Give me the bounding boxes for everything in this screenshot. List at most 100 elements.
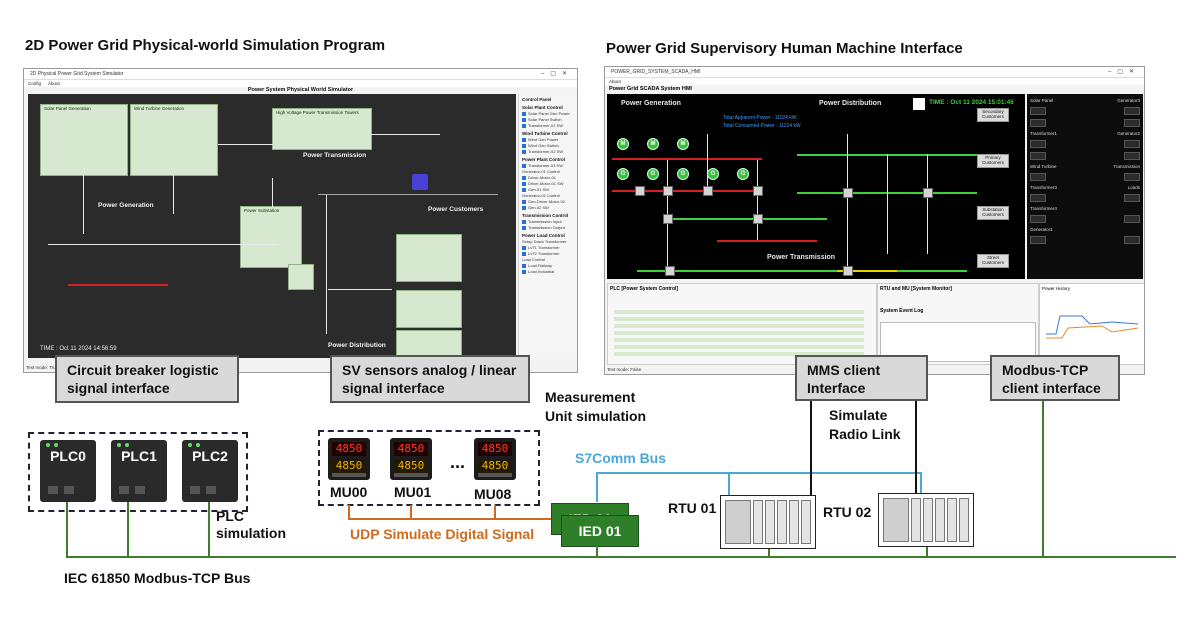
checkbox[interactable] — [522, 219, 526, 224]
checkbox[interactable] — [522, 205, 526, 210]
checkbox[interactable] — [522, 175, 526, 180]
checkbox[interactable] — [522, 225, 526, 230]
control-item[interactable]: Load Industrial — [522, 269, 577, 274]
checkbox[interactable] — [522, 149, 526, 154]
mu00-device[interactable]: 4850 4850 — [328, 438, 370, 480]
street-customers-button[interactable]: Street Customers — [977, 254, 1009, 268]
control-item[interactable]: Solar Panel Gen Power — [522, 111, 577, 116]
gauge-value — [1030, 107, 1046, 115]
solar-plant-tile[interactable]: Solar Panel Generation — [40, 104, 128, 176]
control-group-title: Wind Turbine Control — [522, 131, 568, 136]
bus-substation — [667, 218, 827, 220]
checkbox[interactable] — [522, 263, 526, 268]
generator-node[interactable]: G — [737, 168, 749, 180]
menu-config[interactable]: Config — [28, 81, 42, 86]
breaker-switch[interactable] — [843, 188, 853, 198]
control-item[interactable]: Load Railway — [522, 263, 577, 268]
sv-interface-label: SV sensors analog / linear signal interf… — [330, 355, 530, 403]
breaker-switch[interactable] — [703, 186, 713, 196]
bus-drop — [926, 547, 928, 557]
simulator-window: 2D Physical Power Grid System Simulator … — [23, 68, 578, 373]
generator-node[interactable]: G — [647, 168, 659, 180]
gauge-value — [1030, 152, 1046, 160]
checkbox[interactable] — [522, 245, 526, 250]
generator-node[interactable]: G — [677, 168, 689, 180]
plc0-device[interactable]: PLC0 — [40, 440, 96, 502]
control-item[interactable]: Gen-02 SW — [522, 205, 577, 210]
control-item[interactable]: Gen-01 SW — [522, 187, 577, 192]
ied-device[interactable]: IED 01 — [561, 515, 639, 547]
checkbox[interactable] — [522, 163, 526, 168]
menu-about[interactable]: About — [48, 81, 60, 86]
plc1-device[interactable]: PLC1 — [111, 440, 167, 502]
total-consumed: Total Consumed Power : 11124 kW — [723, 123, 801, 129]
checkbox[interactable] — [522, 137, 526, 142]
rtu01-device[interactable] — [720, 495, 816, 549]
generator-node[interactable]: G — [707, 168, 719, 180]
control-item[interactable]: LvT2 Transformer — [522, 251, 577, 256]
gauge-group: Transformer4 — [1030, 206, 1057, 211]
plc-register-table — [614, 310, 864, 358]
breaker-switch[interactable] — [753, 186, 763, 196]
gauge-value — [1124, 152, 1140, 160]
breaker-switch[interactable] — [923, 188, 933, 198]
control-item[interactable]: Driver-Motor-01 SW — [522, 181, 577, 186]
menu-about[interactable]: About — [609, 79, 621, 84]
modbus-drop — [1042, 401, 1044, 557]
gauge-value — [1124, 215, 1140, 223]
breaker-switch[interactable] — [665, 266, 675, 276]
control-item[interactable]: Wind Gen Power — [522, 137, 577, 142]
sim-wire — [328, 289, 392, 290]
sim-wire — [318, 194, 498, 195]
checkbox[interactable] — [522, 117, 526, 122]
wind-turbine-tile[interactable]: Wind Turbine Generation — [130, 104, 218, 176]
window-controls[interactable]: –▢✕ — [540, 71, 573, 77]
breaker-switch[interactable] — [753, 214, 763, 224]
checkbox[interactable] — [522, 199, 526, 204]
substation-customers-button[interactable]: Substation Customers — [977, 206, 1009, 220]
control-item[interactable]: Transformer-02 SW — [522, 149, 577, 154]
control-item[interactable]: Wind Gen Switch — [522, 143, 577, 148]
checkbox[interactable] — [522, 269, 526, 274]
generator-node[interactable]: G — [617, 168, 629, 180]
mu08-device[interactable]: 4850 4850 — [474, 438, 516, 480]
sim-time: TIME : Oct 11 2024 14:56:59 — [40, 346, 117, 352]
control-panel: Control Panel Solar Plant Control Solar … — [518, 94, 577, 358]
primary-customers-button[interactable]: Primary Customers — [977, 154, 1009, 168]
window-controls[interactable]: –▢✕ — [1107, 69, 1140, 75]
control-item[interactable]: Load Control — [522, 257, 545, 262]
checkbox[interactable] — [522, 187, 526, 192]
breaker-switch[interactable] — [635, 186, 645, 196]
motor-node[interactable]: M — [647, 138, 659, 150]
checkbox[interactable] — [522, 251, 526, 256]
checkbox[interactable] — [522, 111, 526, 116]
control-item[interactable]: Transmission Output — [522, 225, 577, 230]
control-item[interactable]: Transformer-01 SW — [522, 123, 577, 128]
checkbox[interactable] — [522, 143, 526, 148]
mu01-device[interactable]: 4850 4850 — [390, 438, 432, 480]
breaker-switch[interactable] — [663, 186, 673, 196]
motor-node[interactable]: M — [617, 138, 629, 150]
breaker-switch[interactable] — [663, 214, 673, 224]
control-item[interactable]: Transmission Input — [522, 219, 577, 224]
control-item[interactable]: Driver-Motor-01 — [522, 175, 577, 180]
checkbox[interactable] — [522, 123, 526, 128]
breaker-switch[interactable] — [843, 266, 853, 276]
control-item[interactable]: Gen-Driver-Motor-02 — [522, 199, 577, 204]
plc-icon — [913, 98, 925, 110]
rtu02-device[interactable] — [878, 493, 974, 547]
control-item[interactable]: Solar Panel Switch — [522, 117, 577, 122]
plc2-device[interactable]: PLC2 — [182, 440, 238, 502]
control-item[interactable]: LvT1 Transformer — [522, 245, 577, 250]
udp-note: UDP Simulate Digital Signal — [350, 526, 535, 542]
motor-node[interactable]: M — [677, 138, 689, 150]
control-item[interactable]: Transformer-03 SW — [522, 163, 577, 168]
secondary-customers-button[interactable]: Secondary Customers — [977, 108, 1009, 122]
history-chart — [1046, 315, 1139, 339]
checkbox[interactable] — [522, 181, 526, 186]
gauge-value — [1124, 236, 1140, 244]
history-title: Power History — [1042, 286, 1071, 291]
control-item[interactable]: Setup Down Transformer — [522, 239, 567, 244]
control-group-title: Transmission Control — [522, 213, 569, 218]
